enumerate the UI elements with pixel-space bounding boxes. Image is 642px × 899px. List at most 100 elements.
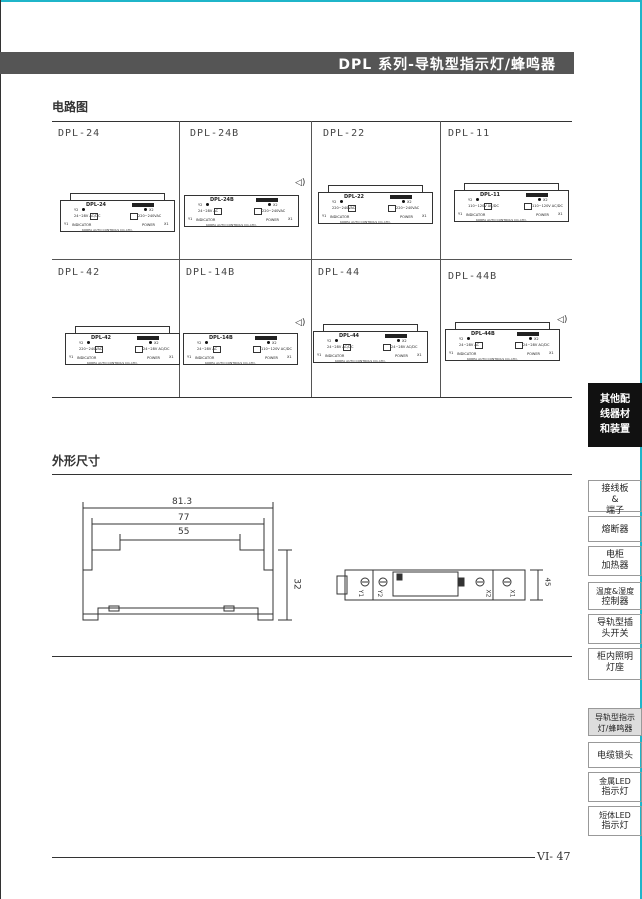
- terminal-y2: Y2: [332, 200, 337, 204]
- power-lamp-icon: [383, 344, 391, 351]
- terminal-x2: X2: [273, 203, 278, 207]
- terminal-x1: X1: [549, 351, 554, 355]
- terminal-x2: X2: [149, 208, 154, 212]
- voltage-right: 220~240VAC: [262, 209, 286, 213]
- terminal-dot: [206, 203, 209, 206]
- indicator-lamp-icon: [343, 344, 351, 351]
- power-lamp-icon: [524, 203, 532, 210]
- dimensions-heading: 外形尺寸: [52, 454, 101, 468]
- terminal-dot: [267, 341, 270, 344]
- circuit-cell-label: DPL-14B: [186, 267, 236, 278]
- indicator-lamp-icon: [95, 346, 103, 353]
- page-number: VI- 47: [537, 850, 571, 863]
- indicator-lamp-icon: [348, 205, 356, 212]
- sidebar-item[interactable]: 电柜加热器: [588, 546, 642, 576]
- terminal-x2: X2: [534, 337, 539, 341]
- terminal-y2: Y2: [198, 203, 203, 207]
- terminal-y2-label: Y2: [376, 589, 384, 598]
- terminal-dot: [476, 198, 479, 201]
- sidebar-item[interactable]: 柜内照明灯座: [588, 648, 642, 680]
- indicator-label: INDICATOR: [72, 223, 92, 227]
- buzzer-speaker-icon: ◁): [295, 178, 306, 188]
- module-model-name: DPL-42: [91, 335, 112, 341]
- indicator-lamp-icon: [213, 346, 221, 353]
- indicator-label: INDICATOR: [457, 352, 477, 356]
- terminal-x1: X1: [422, 214, 427, 218]
- module-terminal-strip: [137, 336, 159, 340]
- terminal-y1: Y1: [69, 355, 74, 359]
- terminal-x1: X1: [558, 212, 563, 216]
- circuit-cell-label: DPL-22: [323, 128, 366, 139]
- sidebar-item-label: 指示灯: [601, 787, 629, 797]
- sidebar-item-label: 电柜: [605, 550, 624, 560]
- sidebar-item-label: 头开关: [601, 629, 629, 639]
- company-name: KOREA AUTO CONTROLS CO.,LTD.: [340, 220, 391, 224]
- terminal-x1-label: X1: [508, 589, 516, 598]
- sidebar-item-label: 端子: [605, 506, 624, 516]
- circuit-cell-label: DPL-42: [58, 267, 101, 278]
- module-model-name: DPL-44B: [471, 331, 495, 337]
- terminal-x1: X1: [169, 355, 174, 359]
- indicator-label: INDICATOR: [466, 213, 486, 217]
- circuit-col-divider-1: [179, 121, 180, 397]
- terminal-y2: Y2: [74, 208, 79, 212]
- terminal-y2: Y2: [79, 341, 84, 345]
- module-terminal-strip: [390, 195, 412, 199]
- category-tab[interactable]: 其他配 线器材 和装置: [588, 383, 642, 447]
- module-model-name: DPL-24: [86, 202, 107, 208]
- voltage-right: 110~120V AC/DC: [261, 347, 292, 351]
- title-bar: DPL 系列-导轨型指示灯/蜂鸣器: [0, 52, 574, 74]
- dim-height: 32: [291, 578, 302, 590]
- sidebar-item[interactable]: 导轨型指示灯/蜂鸣器: [588, 708, 642, 736]
- voltage-right: 24~28V AC/DC: [143, 347, 170, 351]
- circuit-cell-label: DPL-11: [448, 128, 491, 139]
- company-name: KOREA AUTO CONTROLS CO.,LTD.: [467, 357, 518, 361]
- sidebar-item-label: &: [611, 495, 619, 505]
- category-line: 和装置: [600, 424, 630, 435]
- voltage-left: 24~28V AC/DC: [74, 214, 101, 218]
- terminal-dot: [82, 208, 85, 211]
- sidebar-item[interactable]: 温度&湿度控制器: [588, 582, 642, 610]
- power-lamp-icon: [254, 208, 262, 215]
- circuit-cell-label: DPL-44B: [448, 271, 498, 282]
- terminal-x2: X2: [154, 341, 159, 345]
- module-terminal-strip: [385, 334, 407, 338]
- sidebar-item[interactable]: 接线板&端子: [588, 480, 642, 516]
- sidebar-item[interactable]: 导轨型插头开关: [588, 614, 642, 644]
- terminal-dot: [87, 341, 90, 344]
- indicator-label: INDICATOR: [325, 354, 345, 358]
- power-label: POWER: [266, 218, 279, 222]
- sidebar-item[interactable]: 熔断器: [588, 516, 642, 542]
- indicator-label: INDICATOR: [196, 218, 216, 222]
- sidebar-item-label: 金属LED: [599, 777, 631, 786]
- terminal-y1: Y1: [188, 217, 193, 221]
- terminal-dot: [529, 337, 532, 340]
- dimensions-bottom-rule: [52, 656, 572, 657]
- power-label: POWER: [536, 213, 549, 217]
- voltage-right: 24~28V AC/DC: [523, 343, 550, 347]
- company-name: KOREA AUTO CONTROLS CO.,LTD.: [335, 359, 386, 363]
- indicator-label: INDICATOR: [195, 356, 215, 360]
- module-terminal-strip: [132, 203, 154, 207]
- circuit-cell-label: DPL-44: [318, 267, 361, 278]
- terminal-x2-label: X2: [484, 589, 492, 598]
- circuit-col-divider-2: [311, 121, 312, 397]
- terminal-y1: Y1: [458, 212, 463, 216]
- voltage-left: 24~28V AC: [197, 347, 218, 351]
- power-label: POWER: [265, 356, 278, 360]
- terminal-dot: [538, 198, 541, 201]
- module-terminal-strip: [517, 332, 539, 336]
- front-view-drawing: [82, 502, 292, 621]
- terminal-dot: [335, 339, 338, 342]
- company-name: KOREA AUTO CONTROLS CO.,LTD.: [82, 228, 133, 232]
- dimensions-top-rule: [52, 474, 572, 475]
- circuit-col-divider-3: [440, 121, 441, 397]
- power-label: POWER: [395, 354, 408, 358]
- sidebar-item[interactable]: 电缆锁头: [588, 742, 642, 768]
